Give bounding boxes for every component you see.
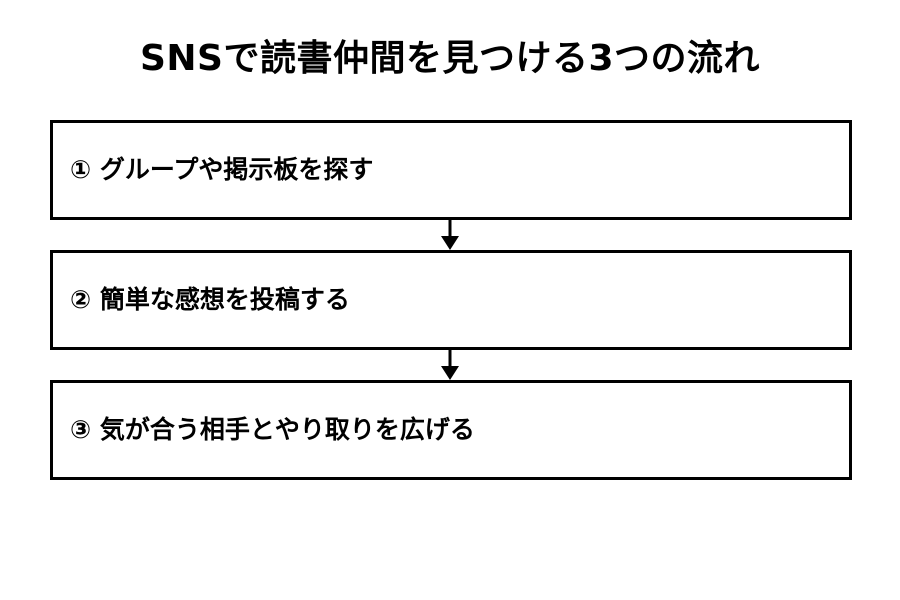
flow-step-label: ① グループや掲示板を探す: [70, 155, 374, 184]
down-arrow-icon: [441, 350, 459, 380]
down-arrow-icon: [441, 220, 459, 250]
diagram-title: SNSで読書仲間を見つける3つの流れ: [139, 38, 761, 79]
flow-step-label: ② 簡単な感想を投稿する: [70, 285, 350, 314]
flow-step-3: ③ 気が合う相手とやり取りを広げる: [50, 380, 852, 480]
flow-step-2: ② 簡単な感想を投稿する: [50, 250, 852, 350]
flow-step-1: ① グループや掲示板を探す: [50, 120, 852, 220]
flow-step-label: ③ 気が合う相手とやり取りを広げる: [70, 415, 475, 444]
